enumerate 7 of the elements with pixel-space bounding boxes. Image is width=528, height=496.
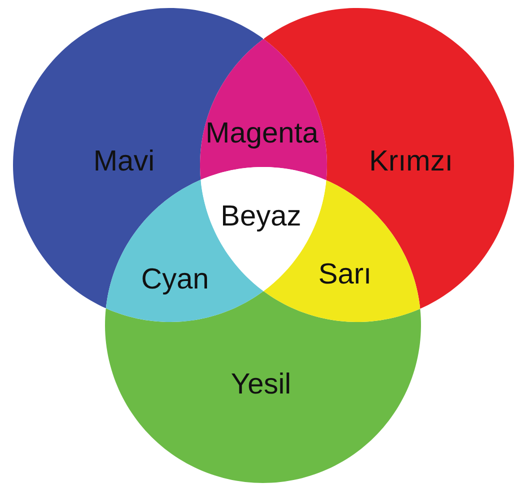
circle-label: Mavi xyxy=(93,147,155,176)
overlap-label: Beyaz xyxy=(220,202,302,232)
overlap-label: Cyan xyxy=(141,265,209,294)
overlap-label: Magenta xyxy=(206,119,318,148)
circle-label: Krımzı xyxy=(369,147,453,176)
circle-label: Yesil xyxy=(230,370,292,400)
overlap-label: Sarı xyxy=(318,260,372,290)
